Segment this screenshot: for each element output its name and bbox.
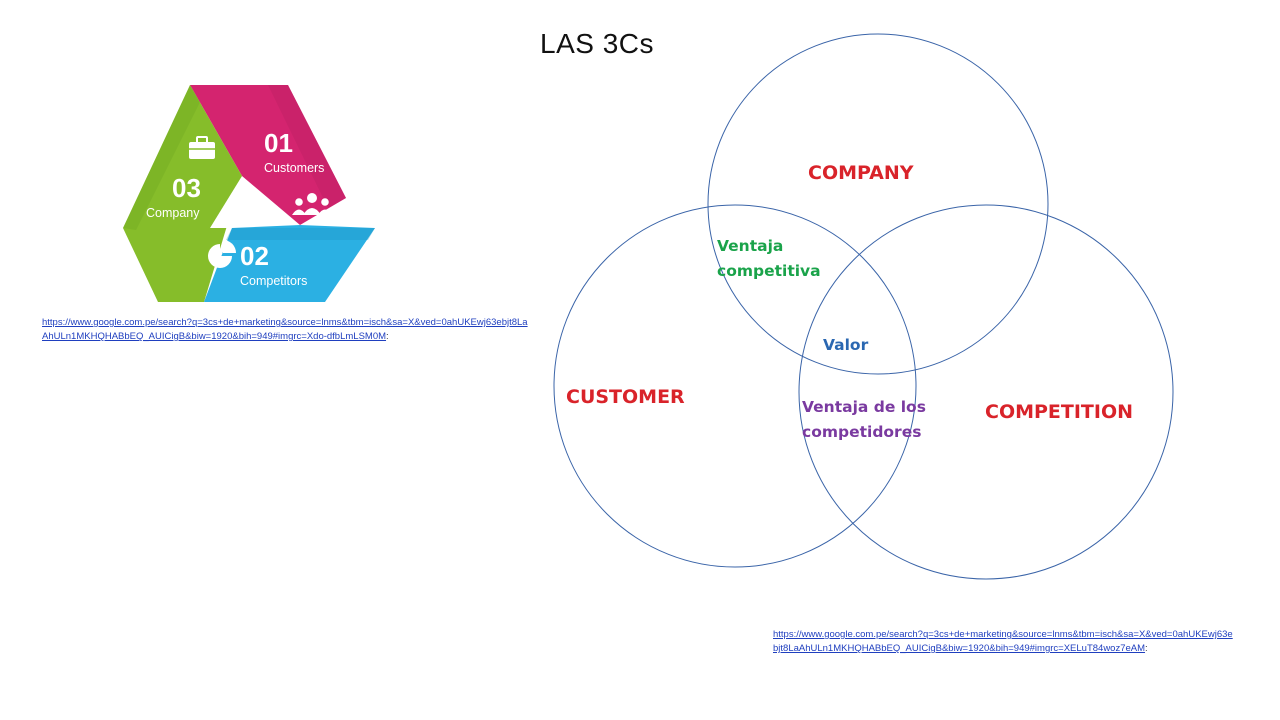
source-link-1[interactable]: https://www.google.com.pe/search?q=3cs+d… (42, 317, 528, 342)
customer-circle (553, 204, 917, 568)
source-link-2-block: https://www.google.com.pe/search?q=3cs+d… (773, 628, 1233, 656)
item-number-01: 01 (264, 128, 293, 158)
item-label-customers: Customers (264, 161, 324, 175)
item-number-03: 03 (172, 173, 201, 203)
customers-segment (190, 85, 346, 225)
item-label-company: Company (146, 206, 200, 220)
competitors-segment (204, 225, 375, 302)
competition-label: COMPETITION (985, 401, 1134, 423)
source-link-1-suffix: : (386, 331, 389, 342)
three-cs-graphic: 01 Customers 02 Competitors 03 Company (123, 85, 375, 302)
ventaja-competitiva-label: Ventaja competitiva (717, 237, 821, 280)
pie-chart-icon (208, 240, 236, 268)
company-label: COMPANY (808, 162, 914, 184)
company-circle (707, 33, 1049, 375)
competition-circle (798, 204, 1174, 580)
page-title: LAS 3Cs (540, 28, 654, 59)
source-link-2-suffix: : (1145, 643, 1148, 654)
source-link-1-block: https://www.google.com.pe/search?q=3cs+d… (42, 316, 530, 344)
item-number-02: 02 (240, 241, 269, 271)
group-icon (292, 193, 332, 215)
briefcase-icon (189, 136, 215, 159)
valor-label: Valor (823, 336, 869, 354)
item-label-competitors: Competitors (240, 274, 307, 288)
customer-label: CUSTOMER (566, 386, 685, 408)
source-link-2[interactable]: https://www.google.com.pe/search?q=3cs+d… (773, 629, 1233, 654)
ventaja-competidores-label: Ventaja de los competidores (802, 398, 926, 441)
